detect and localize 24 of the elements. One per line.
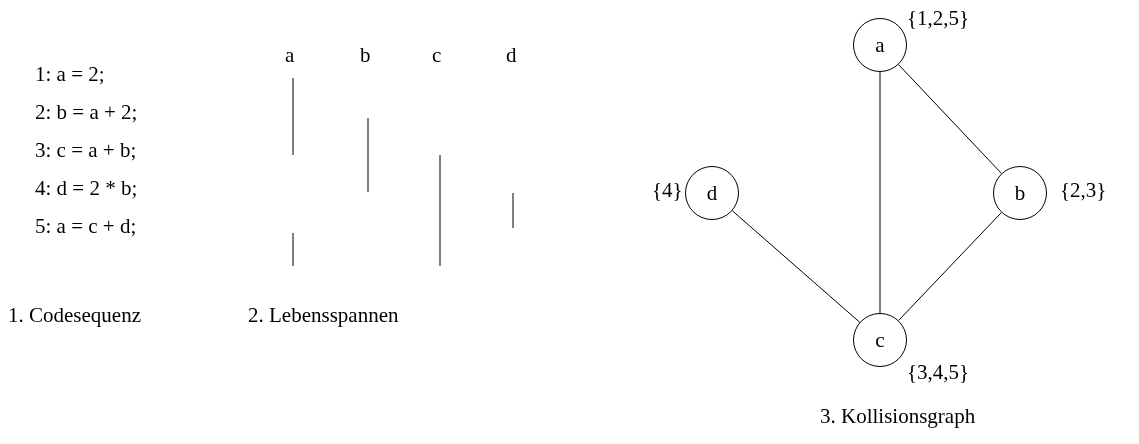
text-label: 2: b = a + 2; (35, 102, 138, 123)
text-label: 4: d = 2 * b; (35, 178, 138, 199)
text-label: 1. Codesequenz (8, 305, 141, 326)
edge-line (731, 210, 861, 323)
text-label: c (432, 45, 442, 66)
graph-node-circle: c (853, 313, 907, 367)
edge-line (898, 64, 1002, 174)
text-label: b (360, 45, 371, 66)
graph-node-circle: a (853, 18, 907, 72)
edge-line (879, 71, 881, 314)
text-label: 2. Lebensspannen (248, 305, 399, 326)
text-label: d (506, 45, 517, 66)
text-label: 1: a = 2; (35, 64, 105, 85)
edge-line (898, 212, 1002, 321)
text-label: 3. Kollisionsgraph (820, 406, 976, 427)
graph-node-circle: d (685, 166, 739, 220)
set-label: {4} (652, 180, 683, 201)
text-label: 3: c = a + b; (35, 140, 137, 161)
set-label: {3,4,5} (907, 362, 970, 383)
set-label: {1,2,5} (907, 8, 970, 29)
graph-node-circle: b (993, 166, 1047, 220)
text-label: 5: a = c + d; (35, 216, 137, 237)
set-label: {2,3} (1060, 180, 1107, 201)
text-label: a (285, 45, 295, 66)
